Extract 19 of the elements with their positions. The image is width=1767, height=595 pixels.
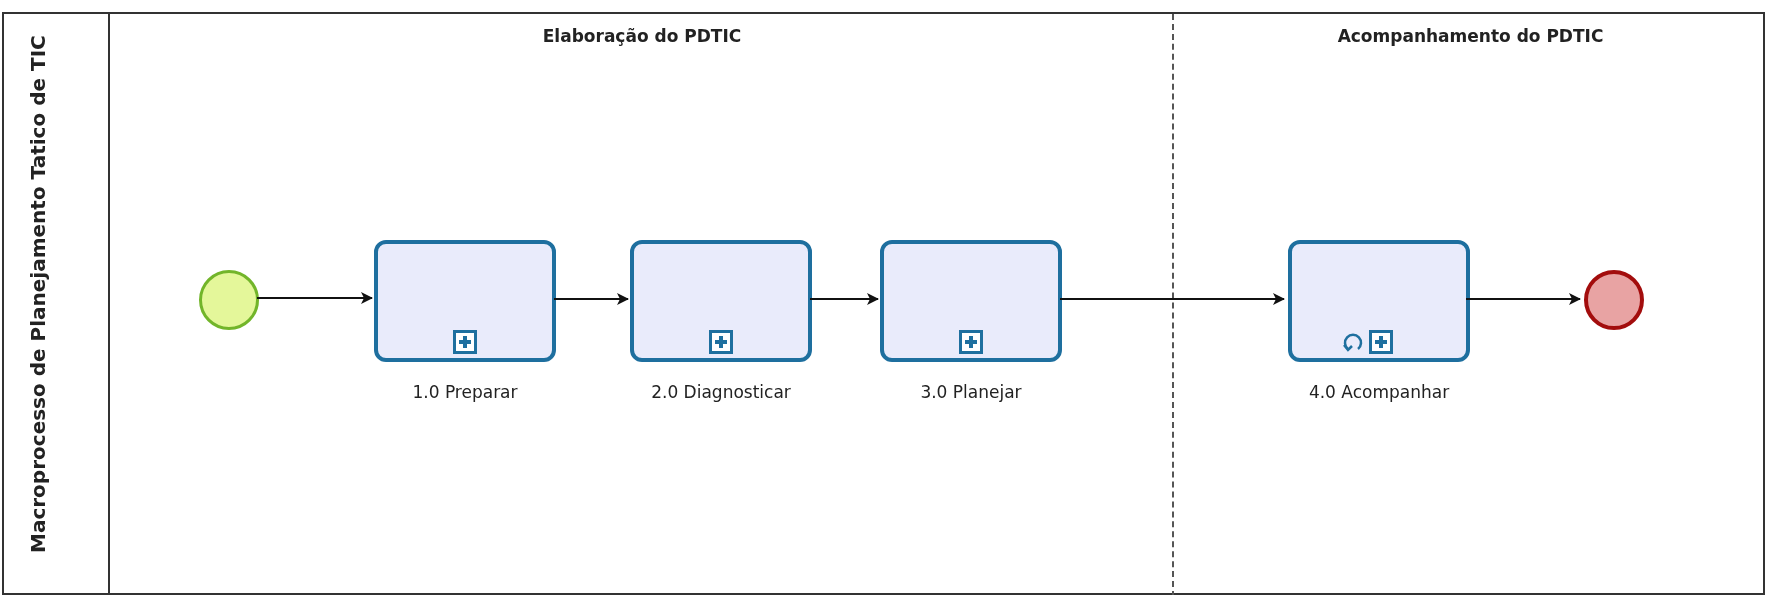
phase-title: Elaboração do PDTIC — [541, 26, 743, 46]
subprocess-box — [374, 240, 556, 362]
pool-title: Macroprocesso de Planejamento Tatico de TIC — [25, 34, 51, 554]
arrow — [256, 292, 373, 304]
subprocess-box — [1288, 240, 1470, 362]
phase-title: Acompanhamento do PDTIC — [1336, 26, 1605, 46]
arrow — [1059, 293, 1285, 305]
task-label: 4.0 Acompanhar — [1307, 382, 1451, 402]
subprocess-box — [630, 240, 812, 362]
arrow — [553, 293, 629, 305]
task-label: 3.0 Planejar — [919, 382, 1023, 402]
arrow — [1465, 293, 1581, 305]
task-label: 1.0 Preparar — [411, 382, 519, 402]
subprocess-box — [880, 240, 1062, 362]
arrow — [809, 293, 879, 305]
start-event-circle — [199, 270, 259, 330]
task-label: 2.0 Diagnosticar — [650, 382, 792, 402]
end-event-circle — [1584, 270, 1644, 330]
pool — [2, 12, 1765, 595]
